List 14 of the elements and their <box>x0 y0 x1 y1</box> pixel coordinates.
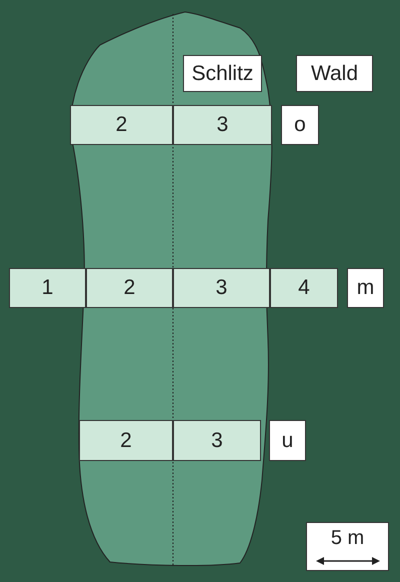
plot-cell: 1 <box>9 268 86 308</box>
label-box: u <box>269 420 306 461</box>
plot-cell: 3 <box>173 420 261 461</box>
label-box: Wald <box>296 55 373 92</box>
plot-cell: 3 <box>173 268 270 308</box>
scale-label: 5 m <box>330 527 366 550</box>
label-box: o <box>281 105 319 145</box>
plot-cell: 2 <box>86 268 173 308</box>
plot-cell: 2 <box>70 105 173 145</box>
plot-cell: 3 <box>173 105 272 145</box>
label-box: m <box>347 268 384 308</box>
label-box: Schlitz <box>183 55 262 92</box>
plot-cell: 4 <box>270 268 338 308</box>
plot-cell: 2 <box>79 420 173 461</box>
